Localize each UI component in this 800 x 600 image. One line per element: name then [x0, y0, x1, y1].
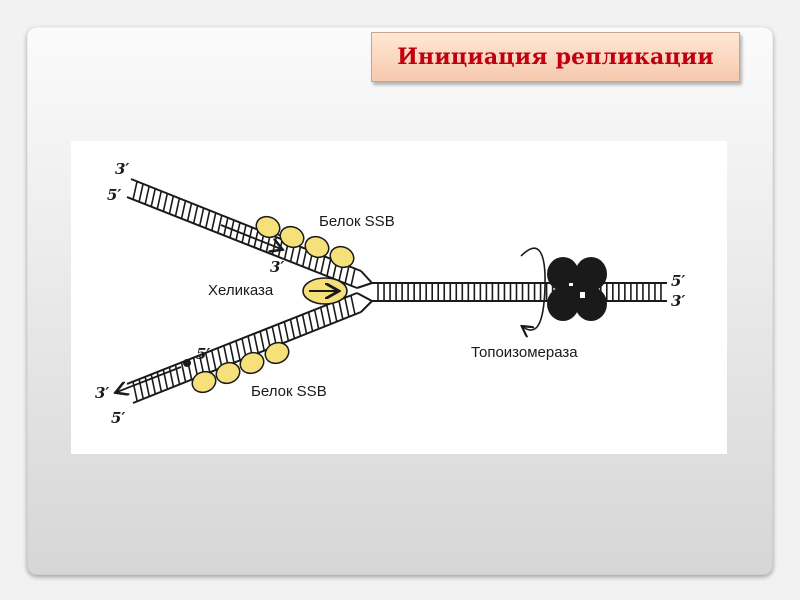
helicase	[302, 277, 348, 305]
base-pair-rung	[325, 258, 332, 278]
base-pair-rung	[162, 193, 169, 212]
rotation-arrow	[521, 247, 546, 330]
base-pair-rung	[332, 302, 338, 322]
base-pair-rung	[198, 207, 205, 227]
primer-dot	[183, 359, 191, 367]
base-pair-rung	[156, 190, 163, 210]
end-label-bottom-3: 3′	[95, 384, 109, 402]
base-pair-rung	[180, 362, 187, 382]
base-pair-rung	[235, 340, 241, 361]
base-pair-rung	[301, 314, 308, 334]
base-pair-rung	[350, 295, 356, 315]
base-pair-rung	[204, 352, 211, 373]
upper-synthesis-arrow	[220, 224, 281, 249]
base-pair-rung	[144, 186, 150, 205]
base-pair-rung	[174, 198, 181, 217]
base-pair-rung	[253, 333, 259, 353]
base-pair-rung	[168, 195, 175, 215]
base-pair-rung	[295, 316, 302, 337]
end-label-right-5: 5′	[671, 272, 685, 290]
base-pair-rung	[295, 246, 302, 265]
base-pair-rung	[223, 345, 229, 365]
base-pair-rung	[138, 183, 144, 203]
topoisomerase	[547, 257, 607, 321]
base-pair-rung	[229, 343, 235, 363]
end-label-right-3: 3′	[671, 292, 685, 310]
base-pair-rung	[283, 321, 290, 341]
base-pair-rung	[289, 319, 296, 339]
slide-title: Инициация репликации	[397, 44, 714, 70]
title-box: Инициация репликации	[371, 32, 740, 82]
end-label-inner-5: 5′	[196, 345, 210, 363]
base-pair-rung	[338, 300, 344, 320]
base-pair-rung	[132, 181, 138, 200]
base-pair-rung	[319, 256, 326, 275]
ssb-proteins-top	[255, 215, 355, 269]
base-pair-rung	[198, 355, 205, 375]
base-pair-rung	[150, 188, 156, 207]
end-label-top-5: 5′	[107, 186, 121, 204]
base-pair-rung	[307, 311, 314, 332]
base-pair-rung	[313, 309, 320, 329]
end-label-bottom-5: 5′	[111, 409, 125, 427]
ssb-bottom-label: Белок SSB	[251, 383, 327, 400]
end-label-top-3: 3′	[115, 160, 129, 178]
base-pair-rung	[259, 331, 265, 351]
base-pair-rung	[319, 307, 326, 327]
replication-fork-diagram: Белок SSB Белок SSB Хеликаза Топоизомера…	[71, 141, 727, 454]
base-pair-rung	[217, 215, 223, 234]
base-pair-rung	[186, 203, 193, 222]
ssb-proteins-bottom	[191, 341, 290, 394]
lower-synthesis-arrow	[117, 366, 182, 392]
base-pair-rung	[247, 335, 253, 356]
base-pair-rung	[204, 210, 211, 229]
base-pair-rung	[217, 347, 223, 368]
end-label-inner-3: 3′	[270, 258, 284, 276]
base-pair-rung	[344, 265, 350, 285]
base-pair-rung	[241, 338, 247, 358]
topoisomerase-label: Топоизомераза	[471, 344, 578, 361]
base-pair-rung	[210, 350, 217, 370]
base-pair-rung	[325, 304, 332, 325]
ssb-top-label: Белок SSB	[319, 213, 395, 230]
helicase-label: Хеликаза	[208, 282, 274, 299]
base-pair-rung	[210, 212, 217, 232]
dna-duplex	[372, 282, 667, 302]
base-pair-rung	[277, 323, 284, 344]
base-pair-rung	[180, 200, 187, 219]
base-pair-rung	[350, 268, 356, 287]
base-pair-rung	[301, 249, 308, 268]
base-pair-rung	[344, 297, 350, 317]
base-pair-rung	[192, 205, 199, 224]
diagram-svg: Белок SSB Белок SSB Хеликаза Топоизомера…	[95, 160, 685, 427]
base-pair-rung	[192, 357, 199, 377]
base-pair-rung	[265, 328, 271, 349]
